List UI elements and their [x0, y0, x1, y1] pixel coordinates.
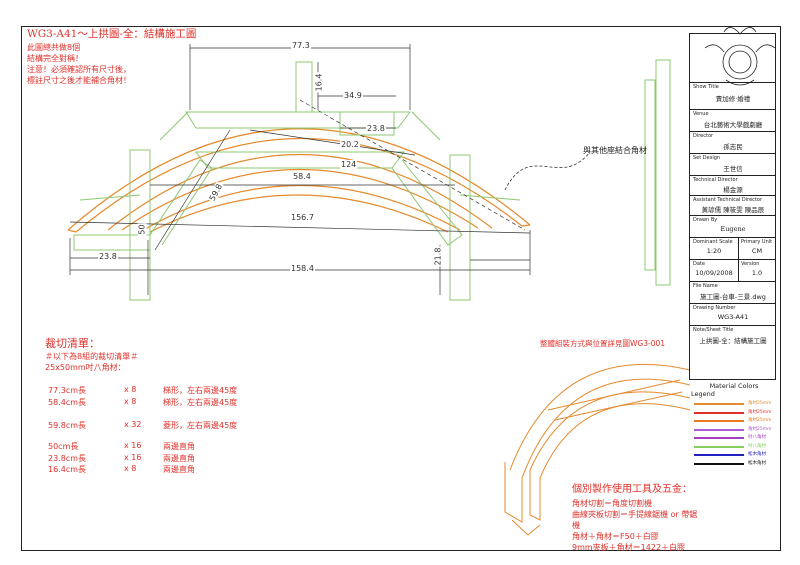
cut-length: 58.4cm長 [48, 398, 87, 407]
legend-swatch [694, 428, 744, 431]
tools-line: 角材＋角材＝F50＋白膠 [572, 532, 659, 541]
dim-outer-chord: 156.7 [290, 213, 315, 222]
note-line-1: 此圖總共做8個 [27, 43, 81, 52]
dim-overall-width: 158.4 [290, 264, 315, 273]
cut-note: 菱形，左右兩邊45度 [163, 421, 238, 430]
tb-file-name: File Name 施工圖-台車-三景.dwg [690, 281, 776, 303]
tb-tech-director: Technical Director 楊金源 [690, 175, 776, 195]
legend-label: 松木角材 [748, 460, 766, 466]
tools-line: 機 [572, 521, 580, 530]
dim-diag-short: 20.2 [340, 140, 360, 149]
tb-director: Director 孫志民 [690, 131, 776, 153]
tools-line: 曲線夾板切割＝手提線鋸機 or 帶鋸 [572, 510, 698, 519]
tb-drawing-number: Drawing Number WG3-A41 [690, 303, 776, 325]
cut-qty: x 32 [124, 420, 142, 429]
legend-swatch [694, 403, 744, 405]
tb-show-title: Show Title 賣加修·婚禮 [690, 82, 776, 109]
dimension-lines [69, 44, 531, 295]
cut-qty: x 8 [124, 385, 137, 394]
legend-subtitle: Legend [691, 390, 715, 398]
dim-left-foot: 23.8 [98, 252, 118, 261]
note-line-2: 結構完全對稱！ [27, 54, 83, 63]
dim-foot-height: 21.8 [433, 246, 443, 267]
legend-label: 吋八角材 [748, 443, 766, 449]
note-line-3: 注意！必須確認所有尺寸後， [27, 65, 131, 74]
legend-item: 角材25mm [688, 417, 780, 426]
cut-length: 59.8cm長 [48, 421, 87, 430]
legend-item: 角材25mm [688, 400, 780, 409]
arch-isometric-sketch [504, 363, 691, 536]
legend-label: 角材25mm [748, 426, 772, 432]
dim-top-width: 77.3 [291, 41, 311, 50]
tb-set-design: Set Design 王世信 [690, 153, 776, 175]
drawing-sheet-border [21, 26, 781, 551]
legend-item: 吋八角材 [688, 434, 780, 443]
cut-note: 兩邊直角 [163, 442, 195, 451]
cut-list-title: 裁切清單： [45, 337, 100, 350]
cut-note: 梯形，左右兩邊45度 [163, 398, 238, 407]
cut-length: 50cm長 [48, 442, 79, 451]
cut-note: 兩邊直角 [163, 465, 195, 474]
tb-scale-unit: Dominant Scale 1:20 Primary Unit CM [690, 237, 776, 260]
note-line-4: 標註尺寸之後才能補合角材！ [27, 76, 131, 85]
cut-length: 77.3cm長 [48, 386, 87, 395]
title-block: Show Title 賣加修·婚禮 Venue 台北藝術大學戲劇廳 Direct… [689, 33, 776, 380]
legend-swatch [694, 462, 744, 465]
arch-curves [67, 128, 531, 233]
cut-note: 梯形，左右兩邊45度 [163, 386, 238, 395]
dim-center-gap: 34.9 [343, 91, 363, 100]
legend-label: 吋八角材 [748, 435, 766, 440]
legend-swatch [694, 454, 744, 456]
legend-swatch [694, 437, 744, 439]
legend-item: 松木角材 [688, 460, 780, 469]
dim-inner-chord: 58.4 [292, 172, 312, 181]
legend-label: 角材25mm [748, 409, 772, 415]
cut-list-subtitle-1: ＃以下為8組的裁切清單＃ [45, 352, 139, 361]
legend-title: Material Colors [709, 382, 759, 390]
sheet-title: WG3-A41～上拱圖-全：結構施工圖 [27, 28, 197, 40]
legend-swatch [694, 445, 744, 448]
legend-label: 松木角材 [748, 452, 766, 457]
dim-post-height: 16.4 [314, 72, 324, 93]
dim-diag-long: 124 [340, 160, 358, 169]
dim-left-vertical: 50 [137, 223, 147, 236]
legend-label: 角材25mm [748, 401, 772, 406]
frame-members [73, 59, 671, 301]
cut-length: 23.8cm長 [48, 454, 87, 463]
tools-title: 個別製作使用工具及五金： [572, 484, 692, 495]
legend-label: 角材25mm [748, 418, 772, 423]
cut-qty: x 16 [124, 441, 142, 450]
legend-swatch [694, 411, 744, 414]
logo-emblem [704, 27, 776, 86]
legend-item: 吋八角材 [688, 443, 780, 452]
tb-sheet-title: Note/Sheet Title 上拱圖-全：結構施工圖 [690, 325, 776, 380]
tools-line: 9mm夾板＋角材＝1422＋白膠 [572, 543, 686, 552]
assembly-note: 整體組裝方式與位置詳見圖WG3-001 [540, 339, 666, 348]
legend-item: 松木角材 [688, 451, 780, 460]
tb-assistant: Assistant Technical Director 黃諺儒 陳筱雯 陳品辰 [690, 195, 776, 215]
tb-date-version: Date 10/09/2008 Version 1.0 [690, 259, 776, 282]
tools-line: 角材切割＝角度切割機 [572, 499, 652, 508]
tb-venue: Venue 台北藝術大學戲劇廳 [690, 109, 776, 131]
tb-drawn-by: Drawn By Eugene [690, 215, 776, 237]
cut-qty: x 8 [124, 464, 137, 473]
legend-item: 角材25mm [688, 426, 780, 435]
cut-qty: x 16 [124, 453, 142, 462]
legend-item: 角材25mm [688, 409, 780, 418]
joint-callout-text: 與其他座結合角材 [583, 146, 647, 155]
dim-side-piece: 23.8 [366, 124, 386, 133]
tools-section: 個別製作使用工具及五金： 角材切割＝角度切割機 曲線夾板切割＝手提線鋸機 or … [572, 480, 697, 553]
legend-swatch [694, 420, 744, 422]
cut-length: 16.4cm長 [48, 465, 87, 474]
joint-callout-leader [504, 151, 591, 191]
cut-note: 兩邊直角 [163, 454, 195, 463]
cut-list-subtitle-2: 25x50mm吋八角材： [45, 363, 126, 372]
cut-qty: x 8 [124, 397, 137, 406]
